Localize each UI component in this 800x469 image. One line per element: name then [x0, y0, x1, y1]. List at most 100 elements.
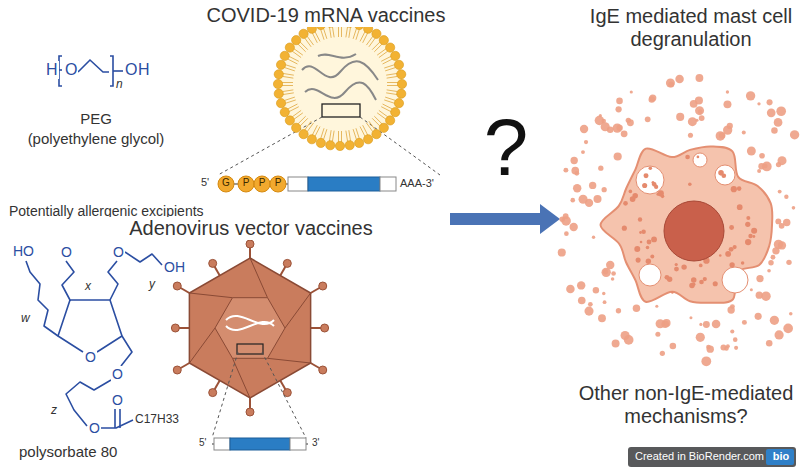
granule: [626, 118, 631, 123]
granule: [598, 165, 603, 170]
capsid-facet: [189, 293, 232, 298]
fiber-knob: [246, 408, 254, 416]
lipid-head: [355, 138, 364, 147]
lipid-head: [274, 70, 283, 79]
granule: [688, 133, 693, 138]
granule: [757, 169, 761, 173]
granule: [713, 281, 718, 286]
block-arrow: [450, 204, 560, 234]
atom-label: O: [84, 349, 97, 365]
lipid-tail: [282, 90, 293, 95]
granule: [718, 170, 724, 176]
bond: [78, 60, 109, 72]
granule: [691, 277, 697, 283]
lipid-head: [379, 123, 388, 132]
lnp-core: [278, 22, 402, 146]
granule: [563, 168, 568, 173]
granule: [699, 115, 705, 121]
granule: [699, 264, 703, 268]
granule: [707, 345, 714, 352]
compound-name: PEG: [5, 110, 187, 127]
granule: [675, 263, 678, 266]
granule: [720, 344, 726, 350]
granule: [563, 213, 569, 219]
granule: [650, 254, 654, 258]
atom-label: O: [111, 392, 124, 408]
granule: [571, 167, 579, 175]
chain: [121, 336, 132, 366]
lipid-head: [397, 89, 406, 98]
granule: [630, 90, 633, 93]
phosphate-label: P: [272, 177, 284, 189]
atom-label: O: [111, 366, 124, 382]
granule: [570, 198, 575, 203]
granule: [770, 316, 779, 325]
granule: [771, 255, 776, 260]
zoom-box: [322, 104, 360, 117]
lipid-tail: [353, 128, 359, 139]
granule: [778, 190, 782, 194]
granule: [727, 306, 734, 313]
granule: [577, 281, 585, 289]
granule: [703, 277, 707, 281]
fiber-knob: [283, 259, 291, 267]
lipid-head: [372, 130, 381, 139]
granule: [592, 235, 595, 238]
granule: [746, 216, 750, 220]
heading: IgE mediated mast cell degranulation: [585, 5, 797, 51]
fiber-knob: [246, 240, 254, 248]
granule: [772, 247, 779, 254]
granule: [670, 343, 677, 350]
double-bond: [115, 409, 120, 428]
subscript: n: [115, 78, 124, 92]
bond: [101, 420, 133, 428]
ring: [58, 300, 122, 352]
granule: [779, 223, 785, 229]
formula-label: C17H33: [134, 413, 180, 427]
lipid-tail: [346, 130, 351, 141]
granule: [638, 217, 642, 221]
granule: [699, 280, 704, 285]
capsid-facet: [250, 258, 268, 298]
granule: [727, 123, 733, 129]
granule: [733, 245, 737, 249]
granule: [752, 235, 755, 238]
granule: [774, 118, 783, 127]
lipid-tail: [386, 73, 397, 78]
granule: [756, 275, 763, 282]
bracket: [110, 56, 113, 86]
lipid-tail: [339, 26, 342, 37]
granule: [767, 99, 773, 105]
granule: [689, 283, 694, 288]
granule: [703, 321, 710, 328]
granule: [763, 164, 767, 168]
atom-label: O: [60, 244, 73, 260]
granule: [658, 190, 664, 196]
granule: [757, 102, 760, 105]
granule: [623, 201, 628, 206]
granule: [603, 269, 608, 274]
lipid-head: [372, 29, 381, 38]
granule: [588, 302, 593, 307]
granule: [634, 246, 640, 252]
compound-name: polysorbate 80: [18, 443, 118, 460]
atom-label: O: [64, 61, 78, 79]
granule: [593, 195, 601, 203]
granule: [667, 277, 672, 282]
vacuole: [722, 267, 748, 293]
granule: [598, 314, 606, 322]
granule: [645, 116, 651, 122]
granule: [616, 98, 623, 105]
granule: [771, 127, 777, 133]
granule: [589, 182, 596, 189]
granule: [630, 196, 636, 202]
granule: [750, 288, 753, 291]
granule: [774, 330, 783, 339]
granule: [640, 241, 643, 244]
lipid-head: [276, 99, 285, 108]
subscript: x: [84, 280, 92, 294]
fiber-knob: [209, 389, 217, 397]
granule: [602, 292, 605, 295]
granule: [751, 228, 757, 234]
